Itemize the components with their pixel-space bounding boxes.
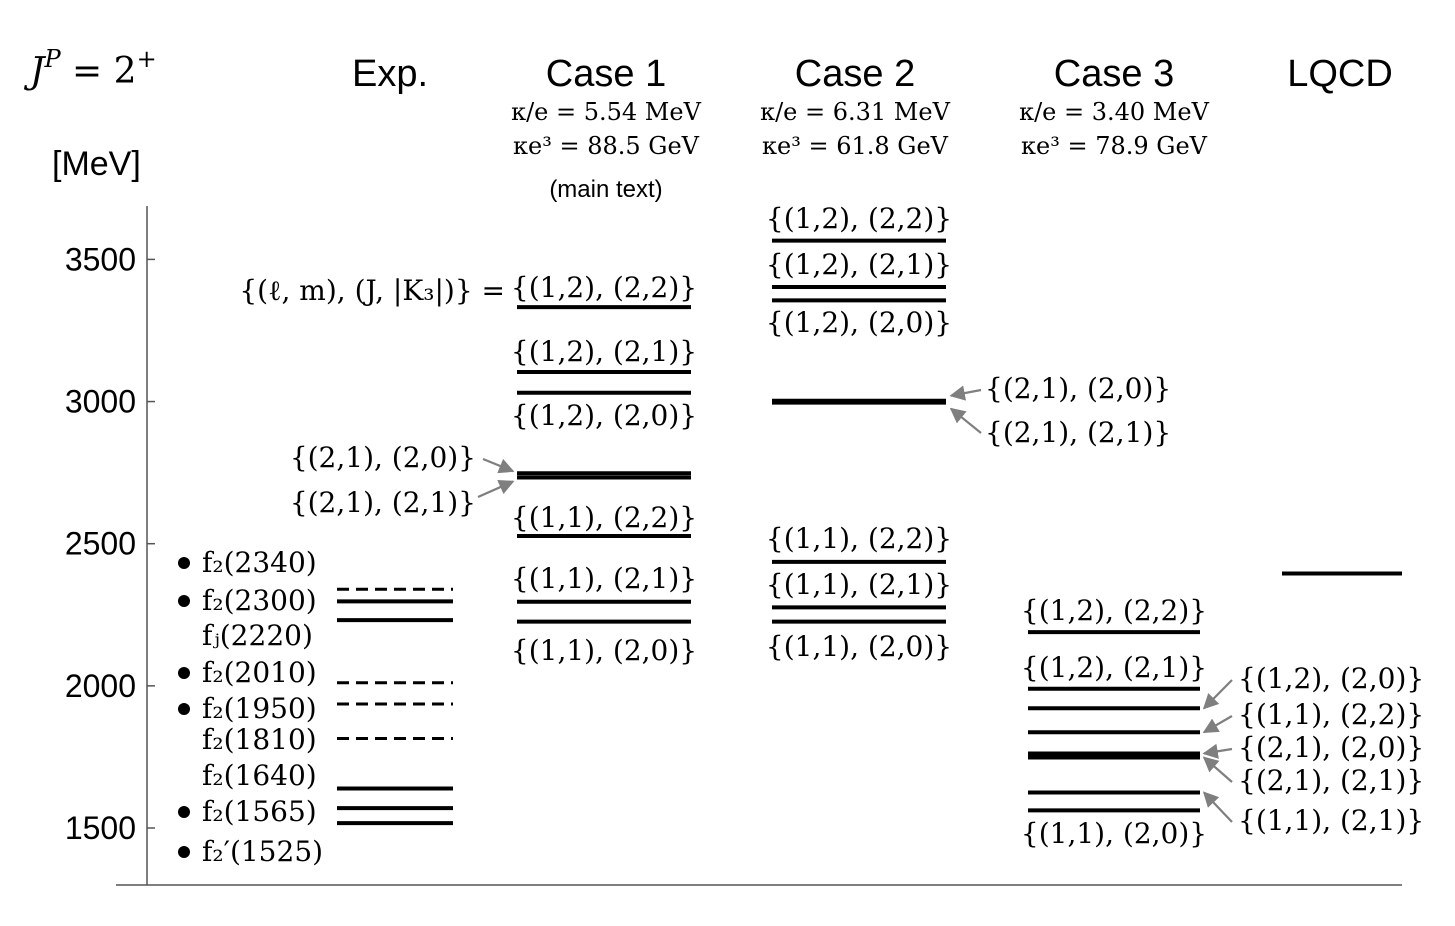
- case3-arrow-6: [1202, 791, 1233, 823]
- case3-state-label-2: {(1,2), (2,0)}: [1238, 662, 1424, 695]
- case2-state-label-0: {(1,2), (2,2)}: [766, 202, 952, 235]
- case2-arrow-3: [949, 385, 982, 401]
- case1-state-label-0: {(1,2), (2,2)}: [511, 271, 697, 304]
- case3-state-label-3: {(1,1), (2,2)}: [1238, 698, 1424, 731]
- y-tick-label-1500: 1500: [65, 810, 136, 846]
- exp-label-7: f₂(1565): [202, 795, 317, 828]
- case1-state-label-2: {(1,2), (2,0)}: [511, 399, 697, 432]
- exp-label-3: f₂(2010): [202, 656, 317, 689]
- col-title-exp: Exp.: [352, 53, 428, 95]
- case2-state-label-4: {(2,1), (2,1)}: [985, 416, 1171, 449]
- case1-param-2: κe³ = 88.5 GeV: [513, 132, 700, 160]
- case1-state-label-5: {(1,1), (2,2)}: [511, 501, 697, 534]
- exp-bullet-1: [178, 595, 190, 607]
- case1-arrow-3: [482, 457, 515, 474]
- jp-p: P: [43, 45, 61, 73]
- case3-arrow-3: [1202, 715, 1233, 734]
- exp-label-1: f₂(2300): [202, 584, 317, 617]
- exp-label-0: f₂(2340): [202, 546, 317, 579]
- case3-arrow-2: [1202, 679, 1233, 710]
- case1-state-label-7: {(1,1), (2,0)}: [511, 634, 697, 667]
- exp-label-2: fⱼ(2220): [202, 619, 313, 652]
- col-title-lqcd: LQCD: [1287, 53, 1393, 95]
- unit-label: [MeV]: [52, 145, 141, 183]
- case3-state-label-1: {(1,2), (2,1)}: [1021, 651, 1207, 684]
- case2-state-label-7: {(1,1), (2,0)}: [766, 630, 952, 663]
- case1-state-label-3: {(2,1), (2,0)}: [290, 441, 476, 474]
- case1-arrow-4: [477, 480, 515, 499]
- case1-note: (main text): [549, 176, 662, 203]
- state-label-prefix: {(ℓ, m), (J, |K₃|)} =: [239, 274, 505, 307]
- col-title-case3: Case 3: [1054, 53, 1174, 95]
- case3-arrow-4: [1202, 743, 1233, 759]
- y-tick-label-3000: 3000: [65, 384, 136, 420]
- case1-param-1: κ/e = 5.54 MeV: [511, 98, 702, 126]
- case2-arrow-4: [949, 407, 982, 434]
- case2-param-1: κ/e = 6.31 MeV: [760, 98, 951, 126]
- jp-eq: = 2: [61, 51, 137, 92]
- quantum-number-label: JP = 2+: [23, 45, 157, 92]
- jp-parity: +: [137, 45, 157, 73]
- case3-state-label-0: {(1,2), (2,2)}: [1021, 594, 1207, 627]
- case3-arrow-5: [1202, 756, 1233, 783]
- exp-bullet-4: [178, 703, 190, 715]
- case2-state-label-2: {(1,2), (2,0)}: [766, 306, 952, 339]
- case1-state-label-4: {(2,1), (2,1)}: [290, 486, 476, 519]
- y-tick-label-2500: 2500: [65, 526, 136, 562]
- exp-label-6: f₂(1640): [202, 759, 317, 792]
- exp-label-8: f₂′(1525): [202, 835, 323, 868]
- case2-state-label-5: {(1,1), (2,2)}: [766, 522, 952, 555]
- col-title-case1: Case 1: [546, 53, 666, 95]
- case3-state-label-6: {(1,1), (2,1)}: [1238, 804, 1424, 837]
- case3-state-label-7: {(1,1), (2,0)}: [1021, 817, 1207, 850]
- case1-state-label-6: {(1,1), (2,1)}: [511, 562, 697, 595]
- exp-label-4: f₂(1950): [202, 692, 317, 725]
- case3-state-label-4: {(2,1), (2,0)}: [1238, 731, 1424, 764]
- case2-state-label-6: {(1,1), (2,1)}: [766, 568, 952, 601]
- case3-param-2: κe³ = 78.9 GeV: [1021, 132, 1208, 160]
- jp-j: J: [23, 51, 47, 92]
- case3-state-label-5: {(2,1), (2,1)}: [1238, 764, 1424, 797]
- y-tick-label-3500: 3500: [65, 241, 136, 277]
- case1-state-label-1: {(1,2), (2,1)}: [511, 335, 697, 368]
- case2-state-label-1: {(1,2), (2,1)}: [766, 248, 952, 281]
- chart-marks: 1500 2000 2500 3000 3500 f₂(2340) f₂(2300)fⱼ(2…: [65, 202, 1424, 868]
- case2-state-label-3: {(2,1), (2,0)}: [985, 372, 1171, 405]
- case3-param-1: κ/e = 3.40 MeV: [1019, 98, 1210, 126]
- exp-bullet-3: [178, 667, 190, 679]
- exp-bullet-0: [178, 557, 190, 569]
- col-title-case2: Case 2: [795, 53, 915, 95]
- exp-label-5: f₂(1810): [202, 723, 317, 756]
- case2-param-2: κe³ = 61.8 GeV: [762, 132, 949, 160]
- y-tick-label-2000: 2000: [65, 668, 136, 704]
- exp-bullet-7: [178, 806, 190, 818]
- exp-bullet-8: [178, 846, 190, 858]
